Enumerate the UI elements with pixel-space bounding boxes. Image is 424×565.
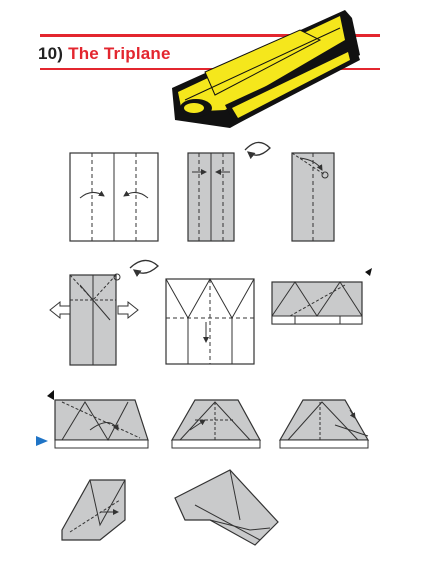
step-11-diagram xyxy=(174,469,279,546)
flip-over-icon xyxy=(129,259,159,277)
header-red-rule-bottom xyxy=(40,68,380,70)
plane-illustration xyxy=(172,10,360,128)
step-1-diagram xyxy=(69,152,159,242)
step-number: 10) xyxy=(38,44,64,63)
step-5-diagram xyxy=(165,277,255,365)
title-block: 10) The Triplane xyxy=(38,44,171,64)
step-9-diagram xyxy=(278,399,370,449)
title-text: The Triplane xyxy=(68,44,171,63)
step-8-diagram xyxy=(170,399,262,449)
flip-over-icon xyxy=(244,141,271,160)
page-title: 10) The Triplane xyxy=(38,44,171,63)
next-step-marker-icon xyxy=(365,268,372,276)
step-3-diagram xyxy=(291,152,335,242)
step-4-diagram xyxy=(49,273,139,366)
step-7-diagram xyxy=(47,390,149,449)
step-6-diagram xyxy=(271,268,372,325)
step-10-diagram xyxy=(61,479,126,541)
header-red-rule xyxy=(40,34,380,37)
blue-marker-icon xyxy=(36,436,48,446)
step-2-diagram xyxy=(187,152,235,242)
